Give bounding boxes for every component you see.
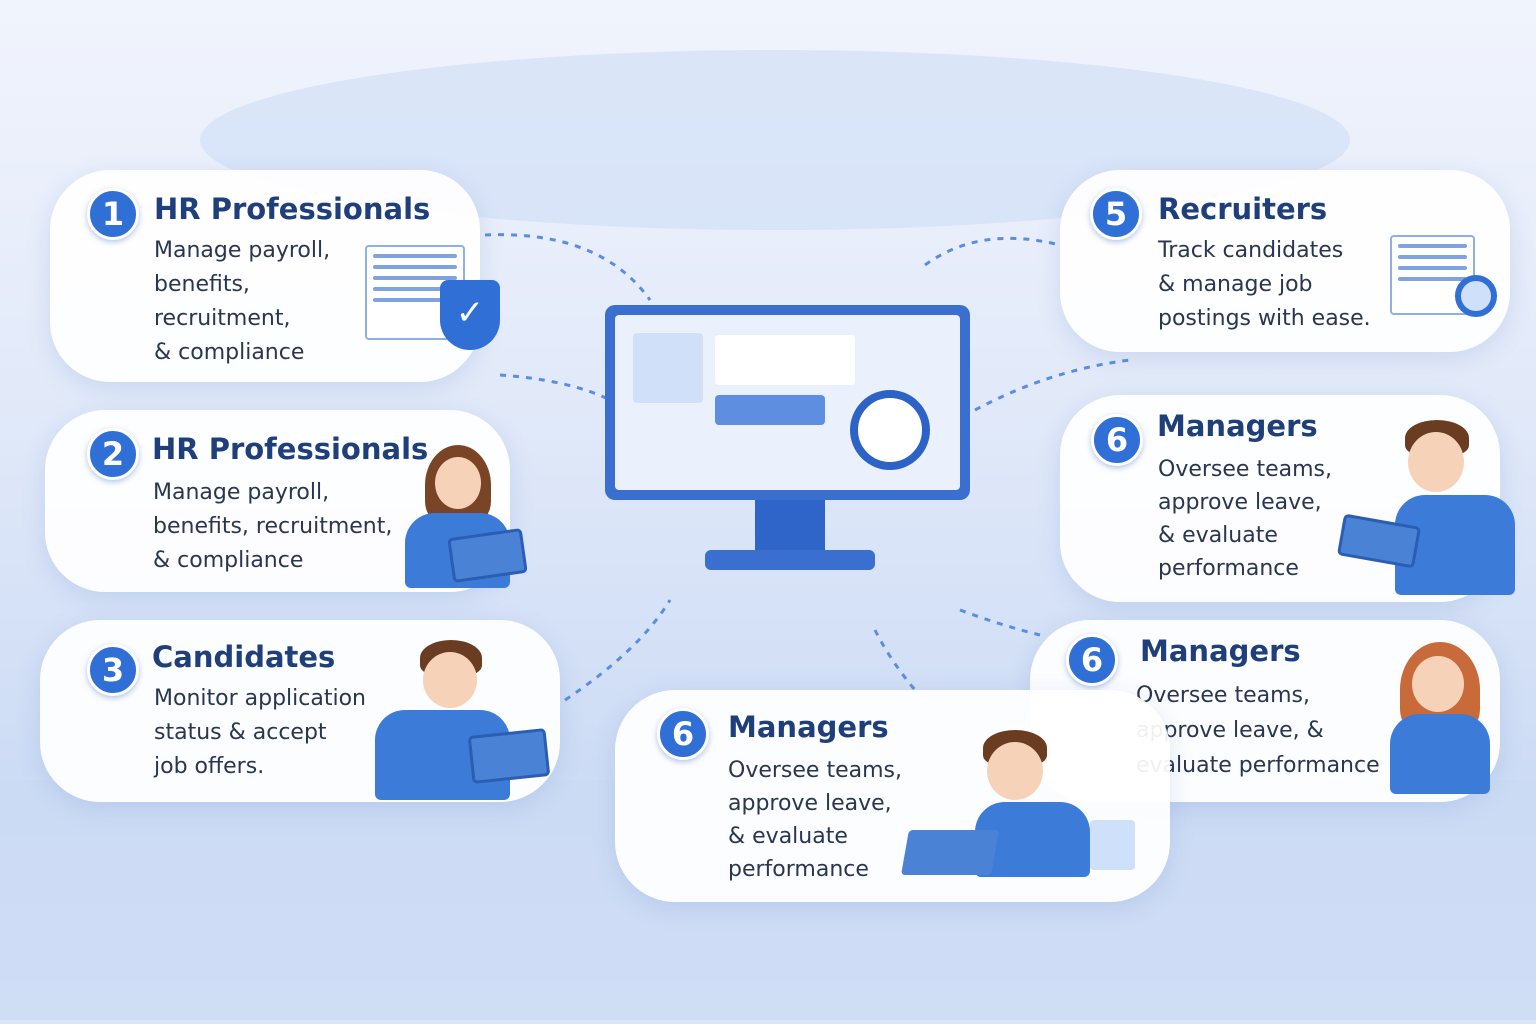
card-description: Oversee teams, approve leave, & evaluate… bbox=[1136, 683, 1380, 778]
connector-6c bbox=[873, 629, 917, 691]
connector-5 bbox=[924, 236, 1061, 267]
step-number-badge: 5 bbox=[1090, 188, 1142, 240]
connector-6a bbox=[974, 358, 1131, 412]
card-managers-3: 6 Managers Oversee teams, approve leave,… bbox=[615, 690, 1170, 902]
card-description: Track candidates & manage job postings w… bbox=[1158, 238, 1371, 331]
card-title: HR Professionals bbox=[154, 192, 431, 226]
woman-with-tablet-illustration bbox=[400, 445, 530, 590]
man-with-laptop-illustration bbox=[901, 730, 1135, 880]
step-number-badge: 6 bbox=[1066, 634, 1118, 686]
card-managers-1: 6 Managers Oversee teams, approve leave,… bbox=[1060, 395, 1515, 602]
checklist-shield-icon: ✓ bbox=[365, 245, 525, 355]
card-hr-professionals-2: 2 HR Professionals Manage payroll, benef… bbox=[45, 410, 528, 592]
card-title: Recruiters bbox=[1158, 192, 1328, 226]
step-number-badge: 1 bbox=[87, 188, 139, 240]
card-title: Managers bbox=[1157, 409, 1318, 443]
man-with-tablet-illustration bbox=[1336, 420, 1515, 595]
man-with-tablet-illustration bbox=[375, 640, 555, 800]
connector-1 bbox=[484, 233, 652, 301]
woman-with-phone-illustration bbox=[1380, 642, 1500, 797]
card-hr-professionals-1: 1 HR Professionals Manage payroll, benef… bbox=[50, 170, 500, 382]
card-title: Managers bbox=[1140, 634, 1301, 668]
connector-6b bbox=[959, 608, 1041, 637]
card-description: Oversee teams, approve leave, & evaluate… bbox=[728, 758, 902, 882]
resume-magnifier-icon bbox=[1385, 235, 1510, 335]
card-candidates: 3 Candidates Monitor application status … bbox=[40, 620, 560, 802]
connector-2 bbox=[499, 373, 611, 402]
card-title: Managers bbox=[728, 710, 889, 744]
step-number-badge: 3 bbox=[87, 644, 139, 696]
card-description: Oversee teams, approve leave, & evaluate… bbox=[1158, 457, 1332, 581]
step-number-badge: 2 bbox=[87, 428, 139, 480]
card-title: HR Professionals bbox=[152, 432, 429, 466]
card-description: Manage payroll, benefits, recruitment, &… bbox=[154, 238, 331, 365]
card-description: Manage payroll, benefits, recruitment, &… bbox=[153, 480, 393, 573]
step-number-badge: 6 bbox=[1091, 414, 1143, 466]
card-description: Monitor application status & accept job … bbox=[154, 686, 366, 779]
card-recruiters: 5 Recruiters Track candidates & manage j… bbox=[1060, 170, 1510, 352]
monitor-dashboard-icon bbox=[605, 305, 970, 595]
connector-3 bbox=[564, 599, 672, 702]
step-number-badge: 6 bbox=[657, 708, 709, 760]
card-title: Candidates bbox=[152, 640, 336, 674]
